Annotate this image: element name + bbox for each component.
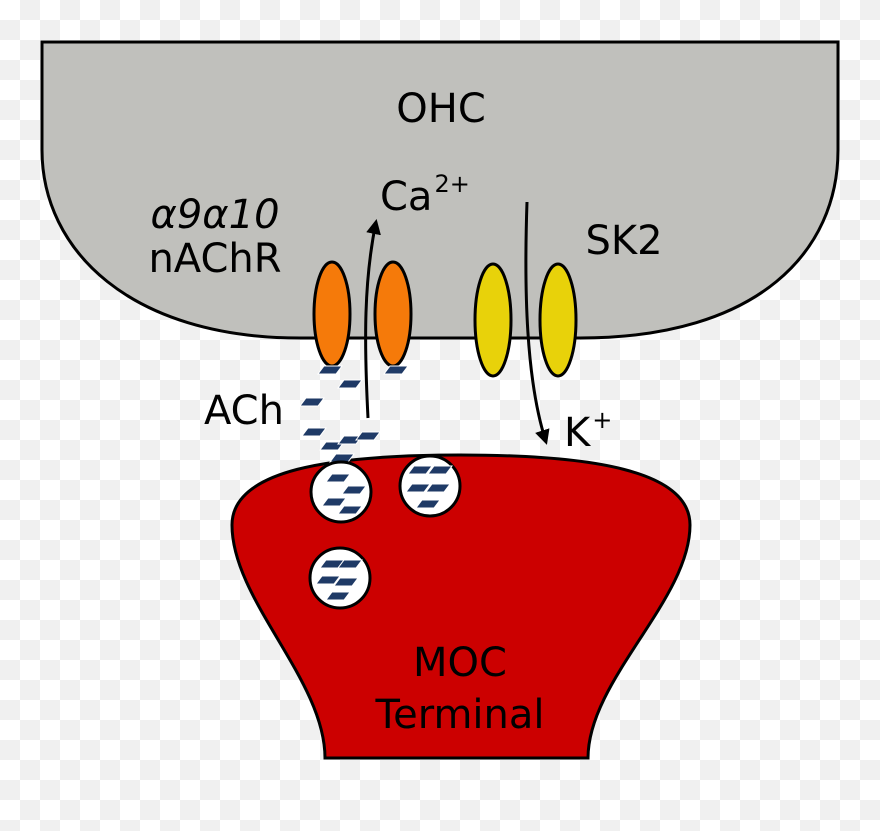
vesicle-bottom [308,546,372,610]
ach-label: ACh [204,388,284,434]
sk2-channel-right [538,262,578,378]
potassium-label-base: K [564,410,592,456]
receptor-label-line2: nAChR [148,236,281,282]
receptor-label-line1: α9α10 [150,192,279,238]
nachr-channel-left [312,260,352,368]
vesicle-top-right [398,454,462,518]
calcium-label-base: Ca [380,174,432,220]
moc-label-line2: Terminal [374,692,544,738]
ohc-label: OHC [396,86,486,132]
sk2-channel-left [473,262,513,378]
potassium-efflux-arrow [524,201,550,445]
calcium-influx-arrow [364,219,381,419]
calcium-label: Ca2+ [380,170,470,220]
moc-label-line1: MOC [413,640,507,686]
moc-terminal-body [230,453,692,760]
potassium-label-superscript: + [592,406,612,434]
ohc-cell-body [40,40,840,340]
vesicle-top-left [309,460,373,524]
potassium-label: K+ [564,406,612,456]
sk2-label: SK2 [585,218,662,264]
nachr-channel-right [373,260,413,368]
calcium-label-superscript: 2+ [434,170,469,198]
